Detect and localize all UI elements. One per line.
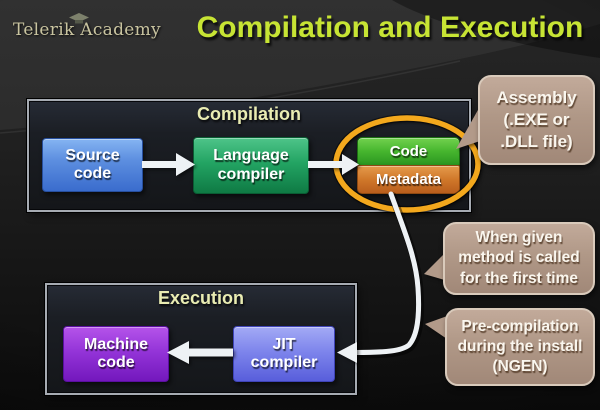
metadata-box: Metadata <box>357 165 460 194</box>
language-compiler-box: Language compiler <box>193 137 309 194</box>
swoosh-dark-corner <box>392 0 600 58</box>
machine-code-box: Machine code <box>63 326 169 382</box>
jit-compiler-box: JIT compiler <box>233 326 335 382</box>
source-code-box: Source code <box>42 138 143 192</box>
page-title: Compilation and Execution <box>196 11 584 44</box>
compilation-label: Compilation <box>197 104 301 124</box>
logo-text: Telerik Academy <box>13 20 161 40</box>
assembly-callout: Assembly (.EXE or .DLL file) <box>478 75 595 165</box>
code-box: Code <box>357 137 460 166</box>
jit-trigger-callout: When given method is called for the firs… <box>443 222 595 295</box>
logo: Telerik Academy <box>13 13 161 40</box>
ngen-callout: Pre-compilation during the install (NGEN… <box>445 308 595 386</box>
graduation-cap-icon <box>69 13 89 24</box>
swoosh-light-band <box>0 0 600 130</box>
execution-label: Execution <box>157 288 245 308</box>
